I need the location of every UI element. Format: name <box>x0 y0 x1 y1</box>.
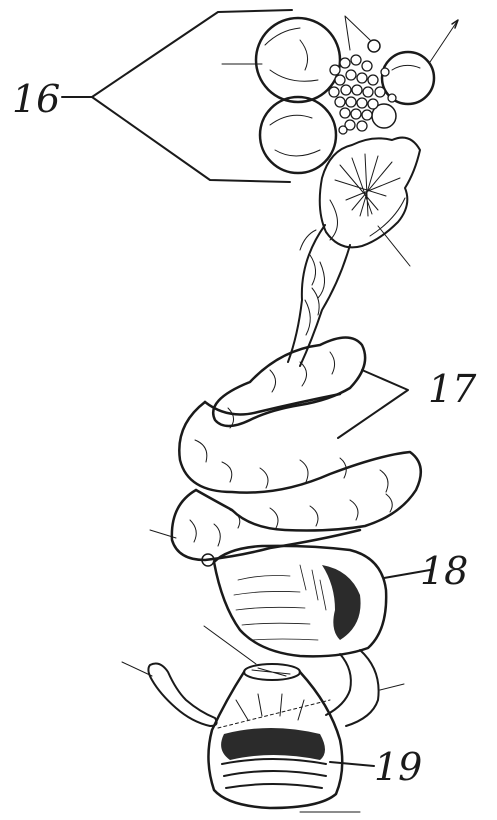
label-19: 19 <box>374 745 422 789</box>
label-16: 16 <box>12 77 60 121</box>
bracket-17 <box>338 370 408 438</box>
vestigial-oviduct <box>122 626 256 726</box>
shell-gland <box>202 546 386 657</box>
ova-cluster <box>329 55 396 134</box>
follicle-large-1 <box>256 18 340 102</box>
vagina-tube <box>326 650 404 726</box>
infundibulum <box>320 138 420 266</box>
follicle-large-2 <box>260 97 336 173</box>
follicle-small-top <box>368 40 380 52</box>
bracket-16 <box>62 10 292 182</box>
label-17: 17 <box>428 367 477 411</box>
cloaca <box>208 664 360 812</box>
pointer-19 <box>330 762 374 766</box>
oviduct-coils <box>150 338 421 561</box>
